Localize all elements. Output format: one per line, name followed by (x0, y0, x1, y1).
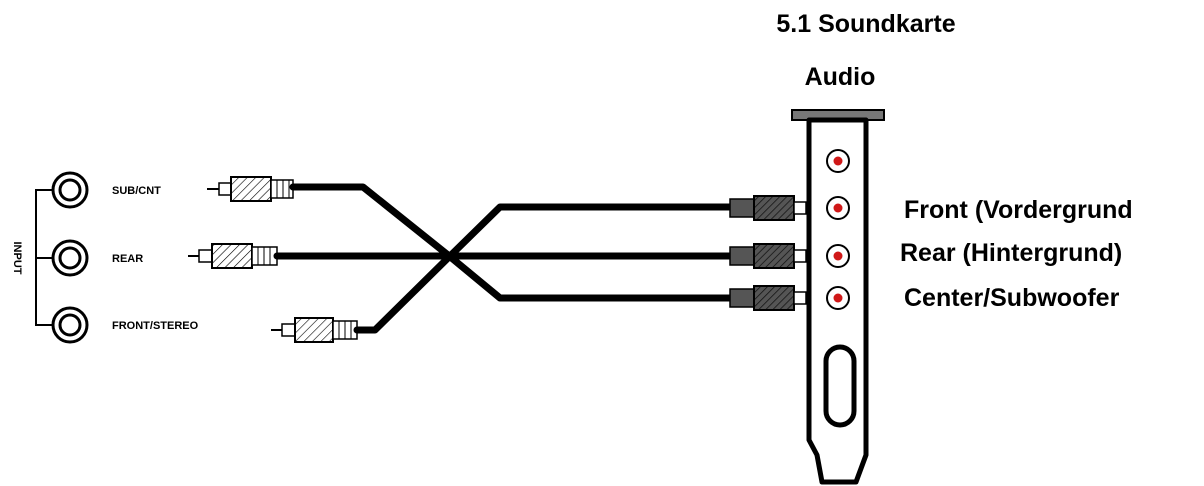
input-plug-sub-cnt (207, 176, 294, 202)
input-label-sub-cnt: SUB/CNT (112, 185, 161, 197)
card-jack-rear (826, 244, 850, 268)
input-bracket (35, 189, 52, 326)
card-jack-center (826, 286, 850, 310)
diagram-title: 5.1 Soundkarte (776, 10, 955, 38)
cable-front-to-front (353, 203, 739, 334)
input-label-front-stereo: FRONT/STEREO (112, 320, 199, 332)
card-jack-1 (826, 149, 850, 173)
card-label: Audio (805, 63, 876, 91)
card-jack-front (826, 196, 850, 220)
input-jack-rear (51, 239, 89, 277)
output-plug-center (729, 285, 820, 311)
input-plug-front-stereo (271, 317, 358, 343)
output-label-front: Front (Vordergrund (904, 196, 1133, 224)
input-jack-sub-cnt (51, 171, 89, 209)
output-label-rear: Rear (Hintergrund) (900, 239, 1122, 267)
input-label-rear: REAR (112, 253, 143, 265)
input-label: INPUT (11, 242, 23, 275)
input-plug-rear (188, 243, 278, 269)
input-jack-front-stereo (51, 306, 89, 344)
output-plug-rear (729, 243, 820, 269)
output-label-center: Center/Subwoofer (904, 284, 1120, 312)
